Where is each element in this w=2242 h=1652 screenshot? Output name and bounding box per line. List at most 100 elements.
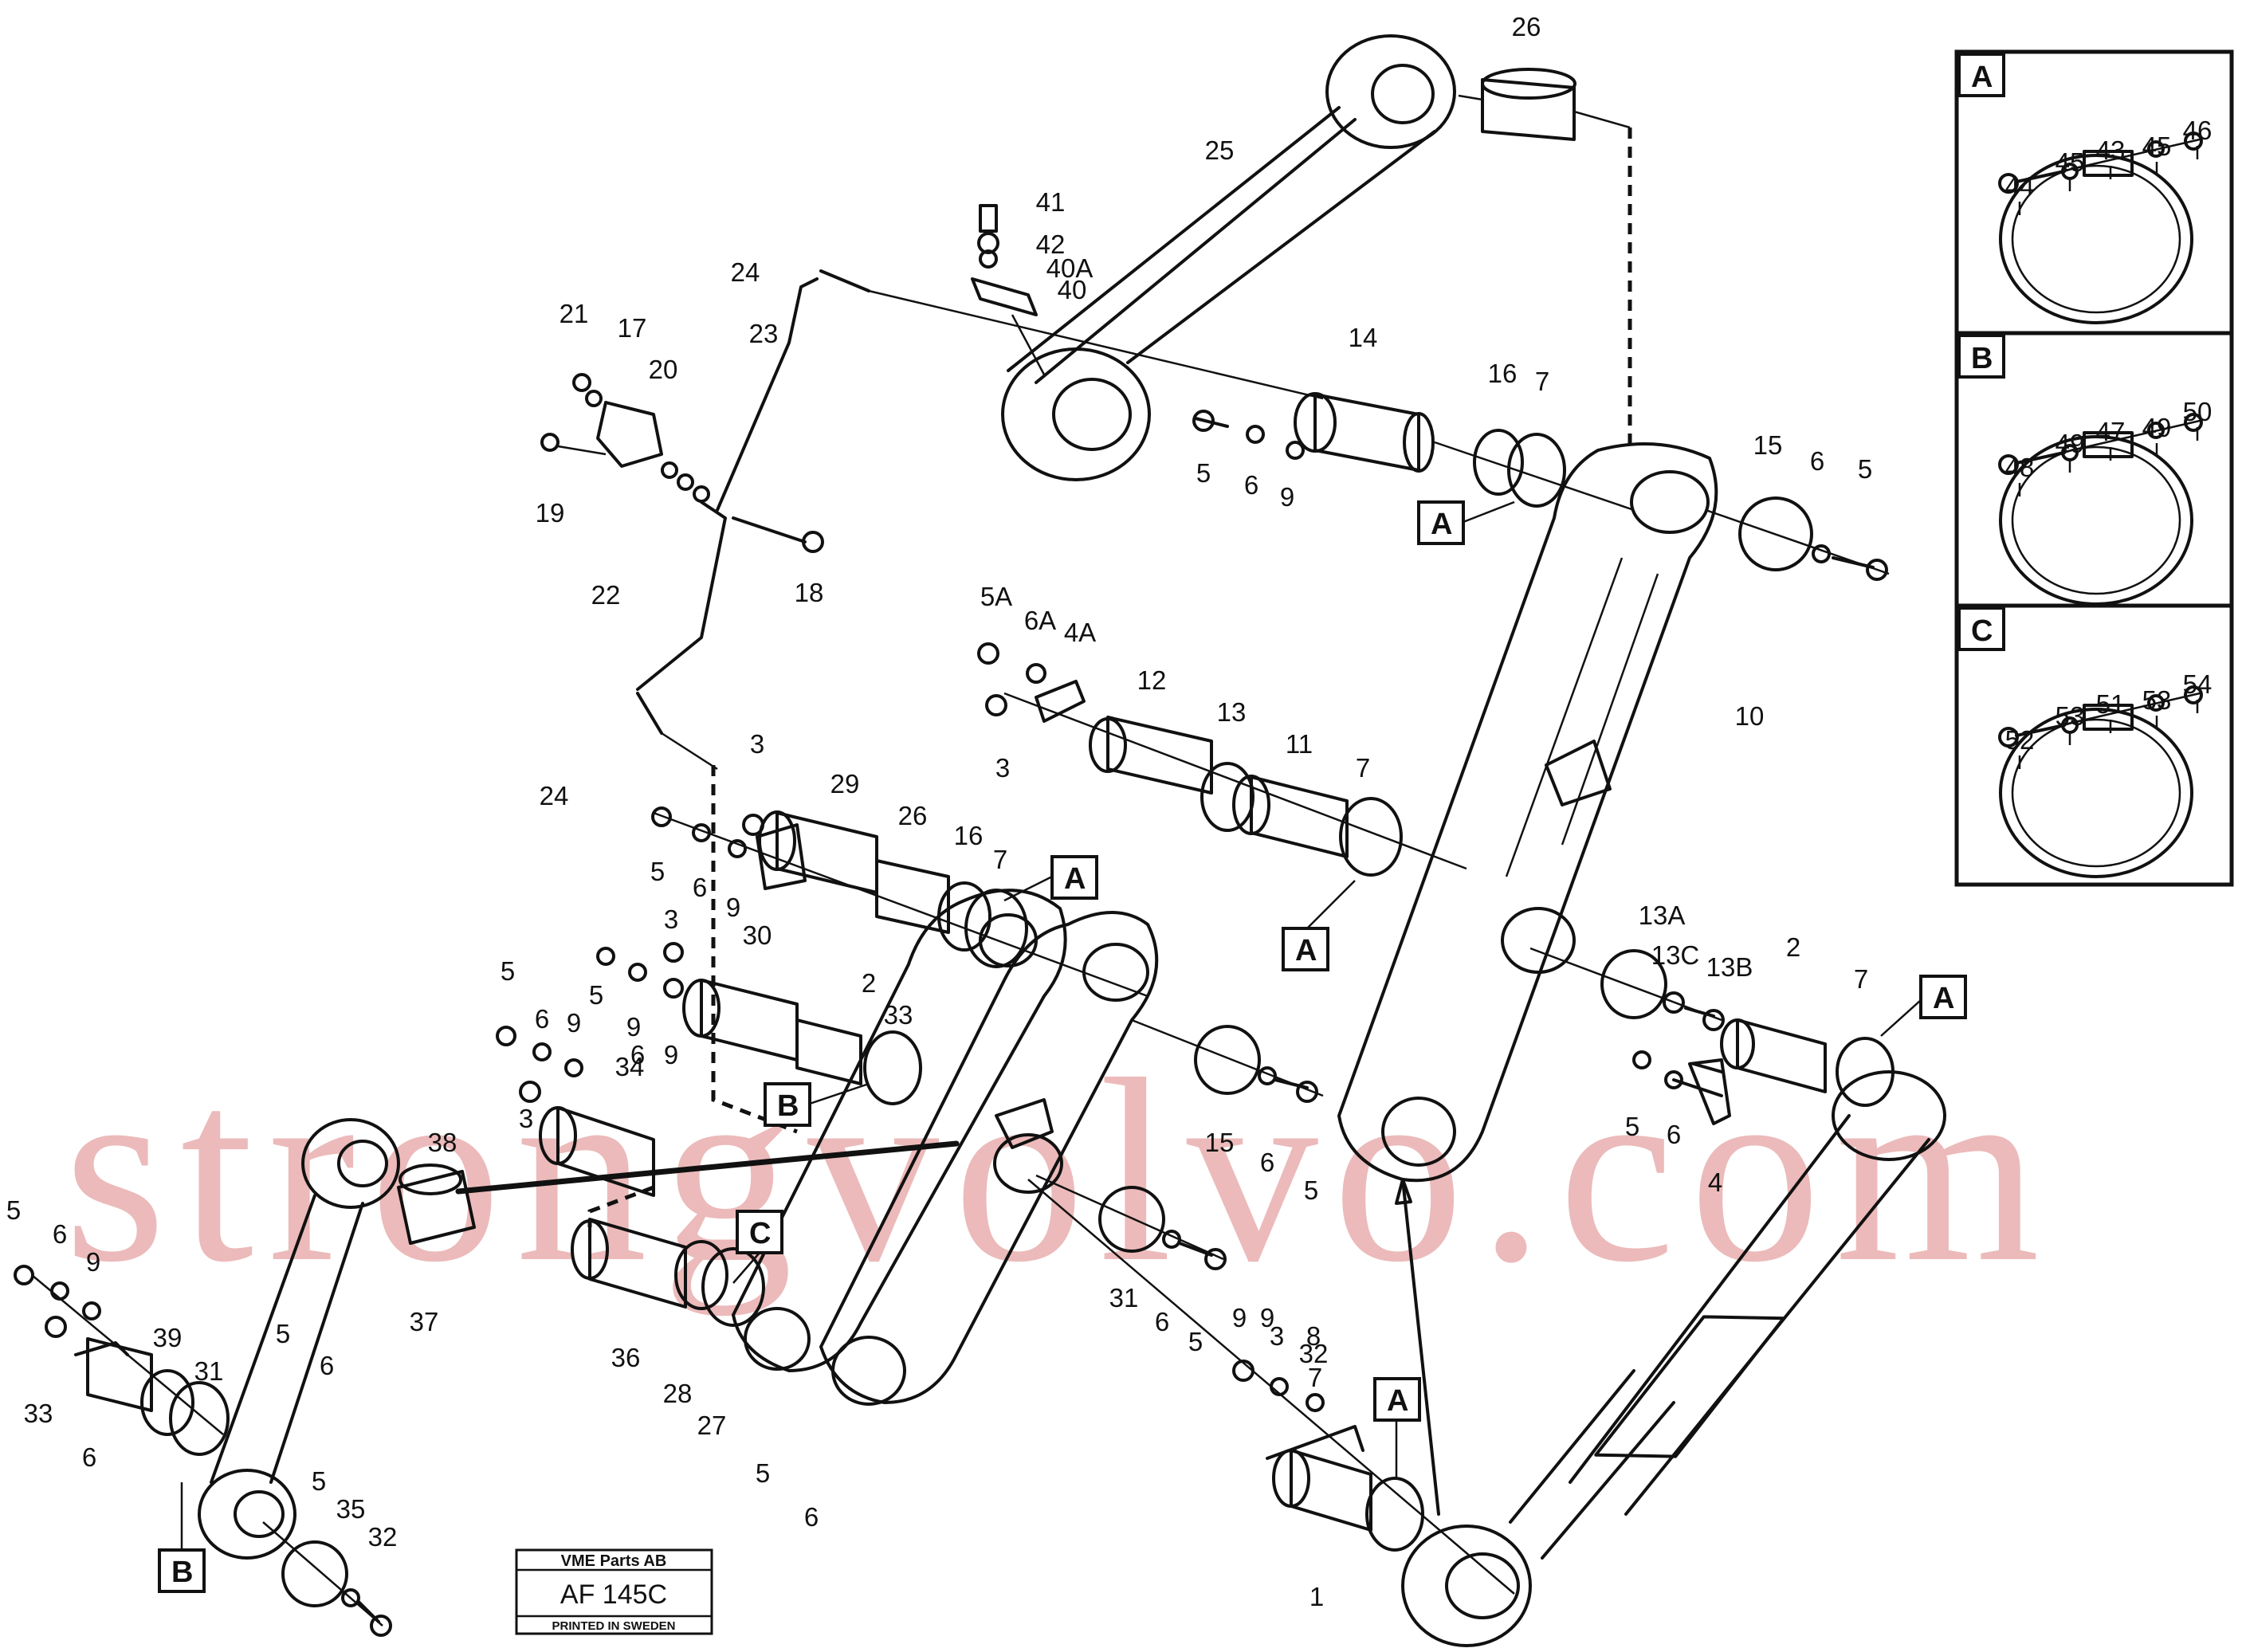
callout-label: 24: [731, 257, 760, 287]
washer-31-mid: [1098, 1186, 1165, 1253]
clamp-ring-icon: [1999, 435, 2193, 606]
callout-label: 25: [1205, 135, 1235, 165]
callout-label: 31: [194, 1356, 224, 1386]
callout-label: 6: [804, 1502, 819, 1532]
callout-label: 6A: [1024, 606, 1056, 635]
callout-label: 21: [560, 299, 589, 328]
svg-text:A: A: [1295, 934, 1317, 967]
callout-label: 5: [276, 1319, 290, 1348]
ring-16: [1473, 429, 1524, 496]
callout-label: 8: [1306, 1321, 1321, 1351]
callout-label: 22: [591, 580, 621, 610]
callout-label: 23: [749, 319, 779, 348]
callout-label: 13C: [1651, 940, 1700, 970]
ring-32-left: [140, 1369, 194, 1436]
svg-text:A: A: [1064, 862, 1086, 896]
callout-label: 29: [830, 769, 860, 799]
callout-label: 7: [1854, 964, 1868, 994]
svg-text:A: A: [1431, 508, 1452, 541]
plate-4A: [1035, 680, 1086, 723]
bushing-38: [397, 1170, 476, 1245]
washer-31-left: [281, 1540, 348, 1607]
washer-15-mid: [1194, 1025, 1261, 1095]
callout-label: 40A: [1046, 253, 1094, 283]
clamp-ring-icon: [1999, 708, 2193, 878]
detail-callout-label: 54: [2183, 669, 2213, 699]
callout-label: 5: [501, 956, 515, 986]
callout-label: 5: [312, 1466, 326, 1496]
callout-label: 17: [618, 313, 647, 343]
callout-label: 5A: [980, 582, 1012, 611]
pin-14: [1294, 392, 1435, 473]
callout-label: 28: [663, 1379, 693, 1408]
clamp-block: [2083, 704, 2134, 731]
ring-7: [1507, 433, 1566, 508]
callout-label: 27: [697, 1411, 727, 1440]
callout-label: 3: [750, 729, 764, 759]
callout-label: 32: [1299, 1339, 1329, 1368]
callout-label: 15: [1205, 1128, 1235, 1157]
ring-16-mid: [937, 881, 991, 952]
pin-34: [556, 1106, 655, 1197]
svg-text:A: A: [1387, 1384, 1408, 1418]
ref-box-a-3: A: [1282, 880, 1356, 971]
callout-label: 6: [53, 1219, 67, 1249]
callout-label: 9: [86, 1247, 100, 1277]
stamp-note: PRINTED IN SWEDEN: [552, 1619, 675, 1633]
callout-label: 31: [1109, 1283, 1139, 1313]
clamp-block: [2083, 150, 2134, 177]
callout-label: 6: [630, 1040, 645, 1069]
callout-label: 32: [368, 1522, 398, 1552]
plate-4: [1688, 1058, 1731, 1125]
callout-label: 13B: [1706, 952, 1753, 982]
detail-ref-box: [1957, 53, 2005, 97]
ring-7-bottom: [1365, 1477, 1424, 1552]
hydraulic-cylinder: [1401, 1070, 1946, 1647]
callout-label: 20: [649, 355, 678, 384]
callout-label: 19: [536, 498, 565, 528]
detail-callout-label: 46: [2183, 116, 2213, 145]
detail-callout-label: 45: [2142, 131, 2172, 161]
callout-label: 9: [1232, 1303, 1247, 1332]
callout-label: 3: [995, 753, 1010, 783]
callout-label: 9: [626, 1012, 641, 1042]
callout-label: 38: [428, 1128, 457, 1157]
callout-label: 2: [862, 968, 876, 998]
callout-label: 42: [1036, 230, 1066, 259]
callout-label: 6: [1244, 470, 1258, 500]
callout-label: 1: [1309, 1582, 1324, 1611]
svg-text:B: B: [171, 1556, 193, 1589]
stamp-company: VME Parts AB: [561, 1552, 667, 1570]
lubrication-lines: [540, 269, 1324, 771]
callout-label: 34: [615, 1052, 645, 1081]
detail-callout-label: 51: [2096, 689, 2126, 719]
detail-callout-label: 53: [2142, 685, 2172, 715]
washer-15: [1738, 496, 1813, 571]
nut-icon: [2184, 685, 2203, 704]
stamp-code: AF 145C: [560, 1579, 667, 1610]
detail-callout-label: 43: [2096, 135, 2126, 165]
callout-label: 5: [1858, 454, 1872, 484]
callout-label: 6: [1667, 1120, 1681, 1149]
upper-link-arm: [1001, 34, 1456, 481]
detail-ref-box: [1957, 606, 2005, 651]
nut-icon: [2184, 413, 2203, 432]
callout-label: 6: [535, 1004, 549, 1034]
callout-label: 13: [1217, 697, 1247, 727]
ring-36: [701, 1247, 765, 1327]
detail-callout-label: 52: [2005, 725, 2035, 755]
left-link-37: [198, 1118, 400, 1560]
detail-ref-letter: B: [1971, 342, 1993, 375]
detail-callout-label: 45: [2055, 147, 2085, 177]
callout-label: 5: [1196, 458, 1211, 488]
callout-label: 16: [954, 821, 984, 850]
callout-label: 7: [1356, 753, 1370, 783]
callout-label: 13A: [1639, 901, 1686, 930]
callout-label: 5: [6, 1195, 21, 1225]
callout-label: 9: [1280, 482, 1294, 512]
callout-label: 35: [336, 1494, 366, 1524]
ref-box-b-2: B: [158, 1482, 206, 1593]
